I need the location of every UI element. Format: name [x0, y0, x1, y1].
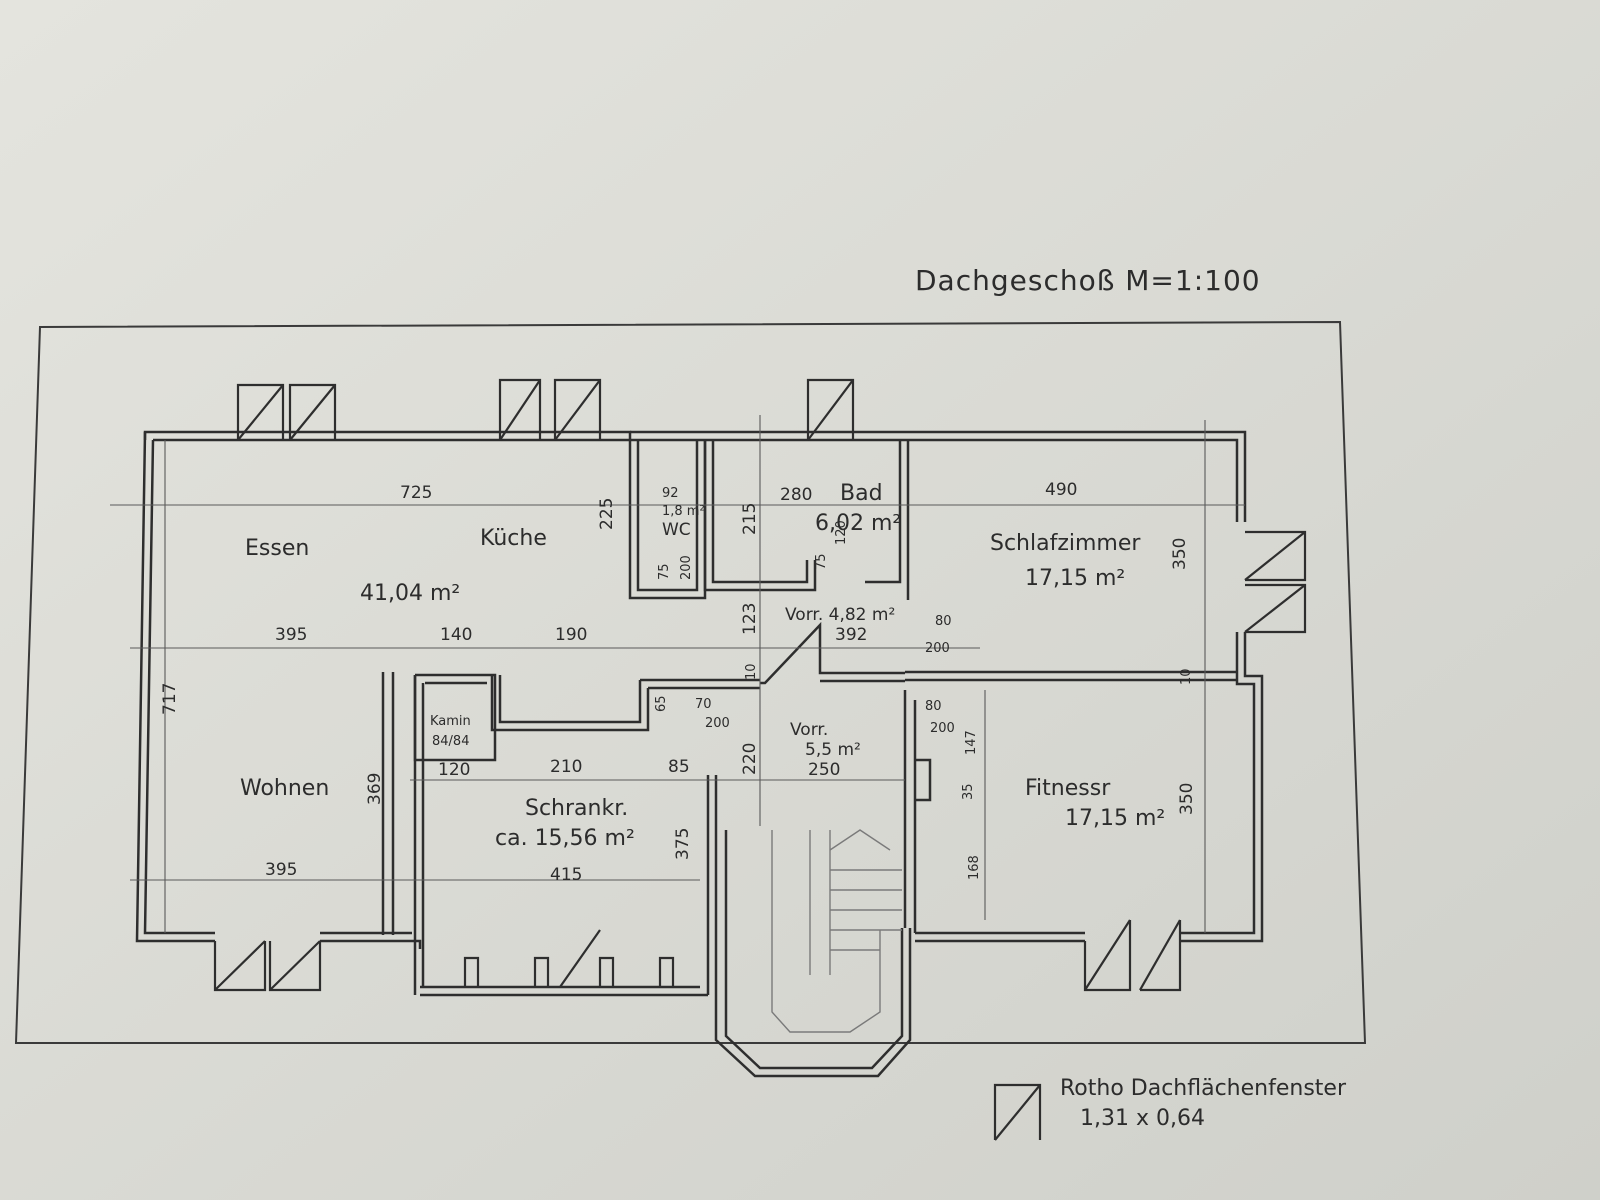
room-kamin: Kamin: [430, 714, 471, 729]
room-schrankraum: Schrankr.: [525, 796, 628, 821]
dim-717: 717: [160, 683, 180, 715]
dim-10-left: 10: [744, 663, 759, 680]
legend-window-icon: [993, 1083, 1042, 1140]
room-vorraum-2-area: 5,5 m²: [805, 740, 861, 760]
dim-190: 190: [555, 625, 587, 645]
dim-147: 147: [964, 730, 979, 755]
room-schlafzimmer: Schlafzimmer: [990, 531, 1141, 556]
dim-280: 280: [780, 485, 812, 505]
room-wc-area: 1,8 m²: [662, 504, 705, 519]
dimension-lines: [110, 415, 1245, 933]
dim-369: 369: [365, 773, 385, 805]
dim-85: 85: [668, 757, 690, 777]
room-labels: Essen Küche 41,04 m² 1,8 m² WC Bad 6,02 …: [240, 481, 1165, 851]
dim-92: 92: [662, 486, 679, 501]
dim-200-wc: 200: [679, 555, 694, 580]
dim-80-top: 80: [935, 614, 952, 629]
room-vorraum-2: Vorr.: [790, 720, 828, 740]
dim-120-bad: 120: [834, 520, 849, 545]
legend-name: Rotho Dachflächenfenster: [1060, 1076, 1347, 1101]
room-bad: Bad: [840, 481, 883, 506]
dim-350-bottom: 350: [1177, 783, 1197, 815]
legend-size: 1,31 x 0,64: [1080, 1106, 1205, 1131]
room-kueche-area: 41,04 m²: [360, 581, 460, 606]
dim-210: 210: [550, 757, 582, 777]
room-schrankraum-area: ca. 15,56 m²: [495, 826, 635, 851]
dim-220: 220: [740, 743, 760, 775]
room-kamin-size: 84/84: [432, 734, 469, 749]
room-vorraum-1: Vorr. 4,82 m²: [785, 605, 895, 625]
room-wohnen: Wohnen: [240, 776, 329, 801]
dim-80-mid: 80: [925, 699, 942, 714]
dim-490: 490: [1045, 480, 1077, 500]
dim-392: 392: [835, 625, 867, 645]
dim-120: 120: [438, 760, 470, 780]
dim-168: 168: [967, 855, 982, 880]
room-kueche: Küche: [480, 526, 547, 551]
roof-windows: [213, 378, 1307, 992]
dimension-values: 725 225 92 215 280 490 350 395 140 190 1…: [160, 480, 1197, 885]
dim-200-mid: 200: [705, 716, 730, 731]
dim-75-wc: 75: [657, 563, 672, 580]
dim-70: 70: [695, 697, 712, 712]
dim-123: 123: [740, 603, 760, 635]
drawing-title: Dachgeschoß M=1:100: [915, 264, 1261, 297]
room-schlafzimmer-area: 17,15 m²: [1025, 566, 1125, 591]
dim-65: 65: [654, 695, 669, 712]
dim-200-right: 200: [930, 721, 955, 736]
dim-140: 140: [440, 625, 472, 645]
dim-225: 225: [597, 498, 617, 530]
room-bad-area: 6,02 m²: [815, 511, 901, 536]
dim-725: 725: [400, 483, 432, 503]
legend-window-diagonal: [994, 1084, 1041, 1141]
dim-35: 35: [961, 783, 976, 800]
room-fitness: Fitnessr: [1025, 776, 1111, 801]
dim-375: 375: [673, 828, 693, 860]
dim-215: 215: [740, 503, 760, 535]
drawing-frame: [14, 320, 1367, 1044]
room-wc: WC: [662, 520, 691, 540]
room-fitness-area: 17,15 m²: [1065, 806, 1165, 831]
dim-250: 250: [808, 760, 840, 780]
legend: Rotho Dachflächenfenster 1,31 x 0,64: [993, 1076, 1347, 1141]
staircase: [771, 829, 902, 1033]
room-essen: Essen: [245, 536, 309, 561]
dim-200-top: 200: [925, 641, 950, 656]
dim-415: 415: [550, 865, 582, 885]
dim-75-bad: 75: [814, 553, 829, 570]
dim-395-bottom: 395: [265, 860, 297, 880]
dim-395-top: 395: [275, 625, 307, 645]
dim-10-right: 10: [1179, 668, 1194, 685]
dim-350-top: 350: [1170, 538, 1190, 570]
